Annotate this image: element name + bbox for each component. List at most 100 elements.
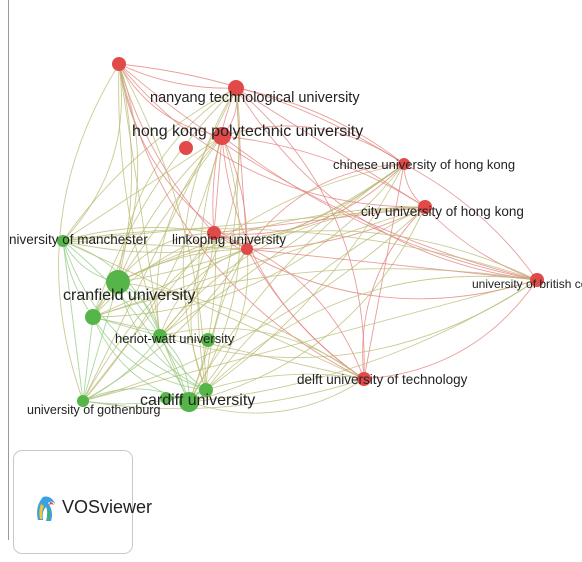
link-cuhk-cranfield	[117, 163, 405, 283]
link-cuhk-top	[118, 63, 405, 165]
node-g_mid[interactable]	[199, 383, 213, 397]
link-top-gothenburg	[58, 63, 120, 402]
node-cranfield[interactable]	[106, 270, 130, 294]
link-cityu-delft	[362, 206, 426, 380]
link-red_mid-g_left	[92, 248, 248, 318]
link-ubc-gothenburg	[82, 279, 538, 402]
label-cardiff: cardiff university	[140, 392, 255, 409]
label-cranfield: cranfield university	[63, 287, 196, 304]
node-heriot[interactable]	[153, 329, 167, 343]
label-heriot: heriot-watt university	[115, 331, 235, 346]
link-g_left-g_mid	[92, 316, 207, 391]
link-delft-manchester	[62, 240, 365, 380]
link-ubc-red_mid	[246, 248, 538, 281]
link-polyu-red_mid	[221, 135, 248, 250]
link-nanyang-g_left	[92, 87, 237, 318]
link-cranfield-g_mid	[117, 281, 207, 391]
node-red_mid[interactable]	[241, 243, 253, 255]
label-gothenburg: university of gothenburg	[27, 403, 160, 417]
node-cardiff[interactable]	[179, 392, 199, 412]
vosviewer-logo-icon	[37, 496, 55, 521]
link-linkoping-g_mid	[190, 232, 215, 391]
link-ubc-delft	[363, 279, 538, 380]
link-cityu-gothenburg	[82, 206, 426, 402]
link-delft-heriot	[159, 327, 365, 380]
node-ubc[interactable]	[530, 273, 544, 287]
node-cuhk[interactable]	[398, 158, 410, 170]
link-linkoping-heriot	[159, 232, 215, 337]
link-cuhk-g_mid	[205, 163, 405, 391]
node-g_left[interactable]	[85, 309, 101, 325]
link-ubc-cardiff	[188, 279, 538, 403]
link-cityu-top	[118, 63, 426, 208]
link-polyu-linkoping	[213, 135, 223, 234]
link-cuhk-red_mid	[246, 163, 405, 250]
link-cuhk-g_left	[92, 163, 405, 318]
link-polyu-gothenburg	[82, 135, 223, 402]
link-cityu-linkoping	[213, 206, 426, 234]
link-manchester-gothenburg	[62, 240, 84, 402]
label-manchester: niversity of manchester	[9, 232, 148, 247]
link-cityu-red_mid	[246, 206, 426, 250]
frame-divider	[8, 0, 9, 540]
link-cityu-g_mid	[205, 206, 426, 391]
link-top-heriot	[118, 63, 161, 337]
label-linkoping: linkoping university	[172, 232, 286, 247]
link-ubc-g_left	[92, 268, 538, 318]
link-delft-g_mid	[205, 373, 365, 391]
link-polyu-cityu	[221, 135, 426, 208]
link-red_mid-manchester	[62, 240, 248, 250]
link-ubc-g_mid	[205, 275, 538, 391]
link-cuhk-delft	[363, 163, 405, 380]
node-linkoping[interactable]	[207, 226, 221, 240]
link-cityu-heriot	[159, 206, 426, 337]
nodes-layer	[57, 57, 544, 412]
link-cityu-cranfield	[117, 206, 426, 283]
node-top[interactable]	[112, 57, 126, 71]
node-unlabeled-1[interactable]	[201, 333, 215, 347]
link-red_mid-g_mid	[205, 248, 248, 391]
link-top-cranfield	[117, 63, 133, 283]
link-cuhk-ubc	[403, 163, 538, 281]
node-manchester[interactable]	[57, 235, 69, 247]
label-polyu: hong kong polytechnic university	[132, 123, 363, 140]
vosviewer-logo-text: VOSviewer	[62, 497, 153, 517]
link-cuhk-heriot	[159, 163, 405, 337]
link-gothenburg-g_left	[82, 316, 94, 402]
node-cityu[interactable]	[418, 200, 432, 214]
label-cuhk: chinese university of hong kong	[333, 157, 515, 172]
link-manchester-cardiff	[62, 240, 190, 403]
link-manchester-g_left	[62, 240, 94, 318]
link-polyu-ubc	[221, 135, 538, 281]
link-nanyang-cardiff	[188, 87, 240, 403]
link-heriot-gothenburg	[82, 335, 161, 402]
link-red_mid-cranfield	[117, 248, 248, 283]
node-unlabeled-2[interactable]	[160, 392, 172, 404]
link-polyu-heriot	[156, 135, 223, 337]
link-nanyang-gothenburg	[82, 87, 237, 402]
link-cardiff-g_left	[92, 316, 190, 403]
link-polyu-delft	[221, 135, 365, 380]
node-unlabeled-0[interactable]	[179, 141, 193, 155]
node-polyu[interactable]	[213, 127, 231, 145]
link-top-cardiff	[118, 63, 190, 403]
vosviewer-logo: VOSviewer	[13, 450, 152, 554]
label-ubc: university of british colu	[472, 277, 582, 291]
node-gothenburg[interactable]	[77, 395, 89, 407]
link-ubc-top	[118, 63, 538, 281]
node-delft[interactable]	[357, 372, 371, 386]
link-delft-gothenburg	[82, 378, 365, 410]
link-nanyang-heriot	[159, 87, 241, 337]
node-nanyang[interactable]	[228, 80, 244, 96]
link-linkoping-cranfield	[117, 232, 215, 283]
link-linkoping-manchester	[62, 227, 215, 242]
link-polyu-manchester	[62, 135, 223, 242]
link-linkoping-ubc	[213, 232, 538, 300]
link-cranfield-gothenburg	[82, 281, 119, 402]
link-delft-g_left	[92, 316, 365, 380]
link-cityu-ubc	[424, 206, 538, 281]
link-delft-top	[118, 63, 365, 380]
label-nanyang: nanyang technological university	[150, 90, 360, 106]
link-cuhk-linkoping	[213, 163, 405, 235]
